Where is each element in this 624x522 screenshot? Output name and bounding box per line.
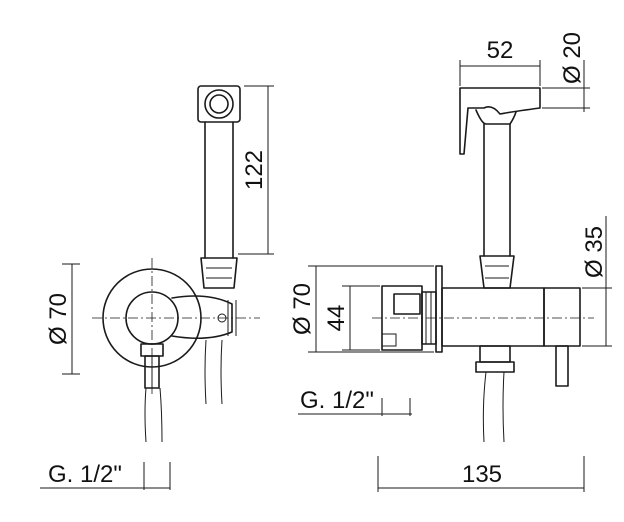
front-shower-handle	[200, 121, 238, 289]
side-valve-body	[381, 265, 581, 387]
front-thread-label: G. 1/2"	[48, 461, 122, 488]
side-body-height-label: 44	[323, 305, 350, 332]
front-shower-head	[197, 85, 241, 123]
side-width-label: 52	[487, 37, 514, 64]
side-thread-label: G. 1/2"	[300, 387, 374, 414]
side-width-dimension: 52	[459, 37, 541, 86]
side-valve-diameter-label: Ø 35	[581, 226, 608, 278]
side-shower-handle	[479, 123, 515, 289]
side-valve-diameter-dimension: Ø 35	[581, 216, 612, 347]
front-diameter-label: Ø 70	[45, 293, 72, 345]
side-flange-diameter-label: Ø 70	[289, 283, 316, 335]
front-height-dimension: 122	[238, 85, 274, 255]
front-hoses	[144, 339, 223, 443]
side-thread-dimension: G. 1/2"	[298, 387, 412, 416]
front-valve-body	[102, 268, 237, 389]
side-shower-head	[459, 87, 541, 155]
side-view: 52 Ø 20 Ø 35 Ø 70 44	[289, 32, 612, 492]
side-length-label: 135	[462, 461, 502, 488]
side-length-dimension: 135	[377, 456, 585, 492]
front-thread-dimension: G. 1/2"	[40, 461, 171, 490]
front-height-label: 122	[241, 150, 268, 190]
side-body-height-dimension: 44	[323, 285, 380, 351]
side-hose	[482, 371, 505, 443]
side-head-diameter-dimension: Ø 20	[542, 32, 590, 112]
side-head-diameter-label: Ø 20	[559, 32, 586, 84]
front-diameter-dimension: Ø 70	[45, 263, 80, 375]
front-view: Ø 70 122 G. 1/2"	[40, 85, 274, 490]
side-flange-diameter-dimension: Ø 70	[289, 265, 434, 353]
